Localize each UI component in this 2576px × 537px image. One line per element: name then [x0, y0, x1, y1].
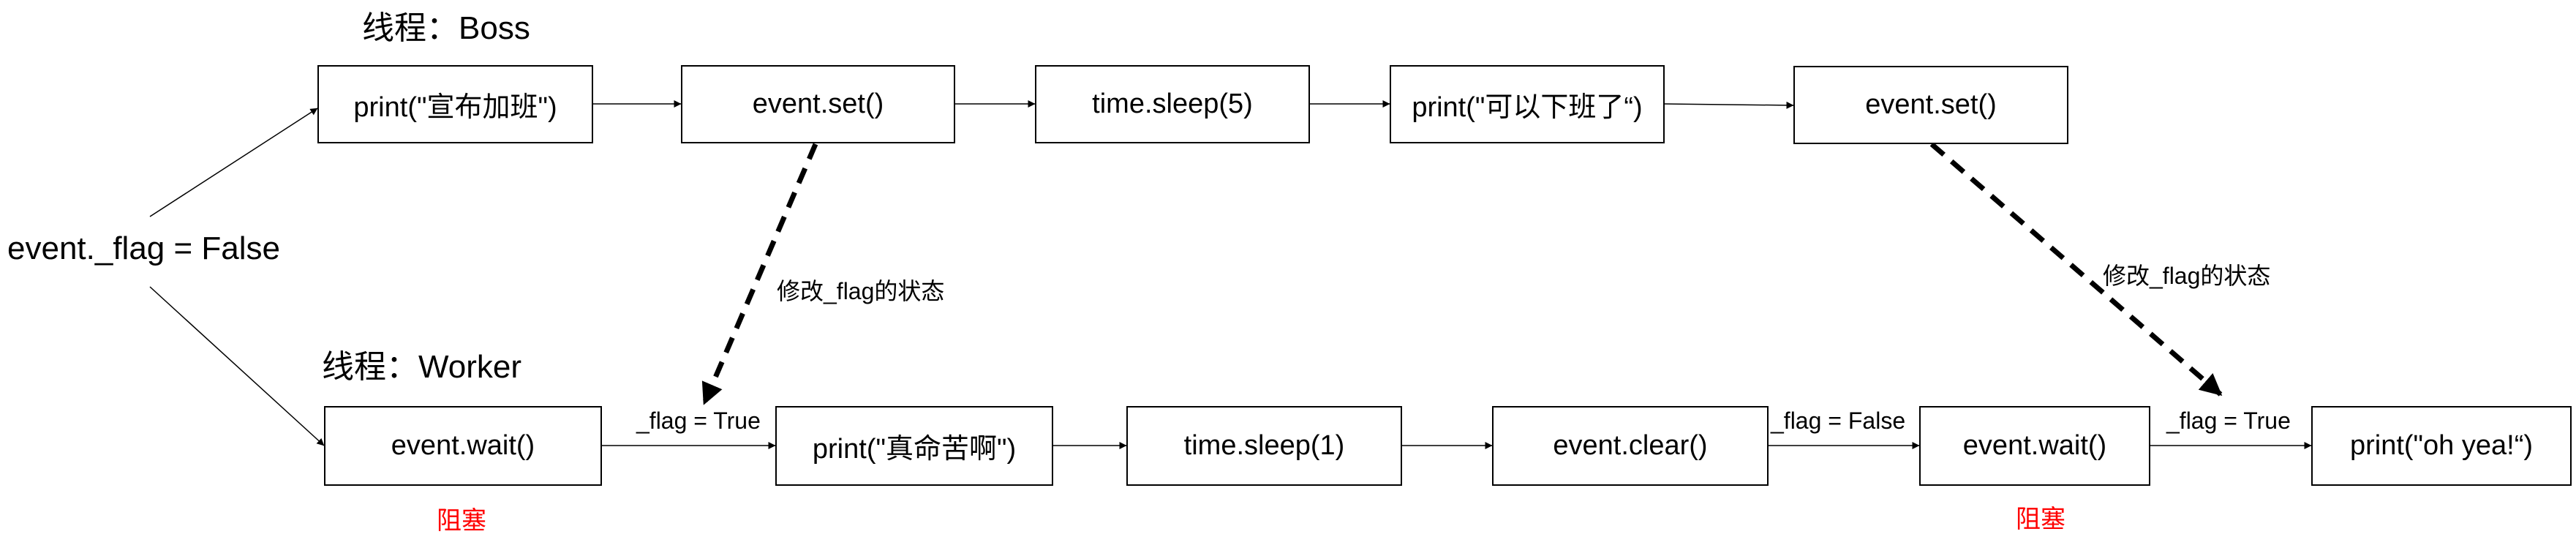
edge-label-flag-false: _flag = False [1771, 408, 1906, 434]
signal-label-1: 修改_flag的状态 [777, 278, 945, 304]
worker-thread-title: 线程：Worker [322, 349, 521, 385]
start-label: event._flag = False [7, 230, 281, 266]
worker-node-print-hard: print("真命苦啊") [775, 406, 1053, 486]
signal-edge-2 [1929, 142, 2223, 397]
worker-node-print-ohyea: print("oh yea!“) [2311, 406, 2572, 486]
boss-node-print-announce: print("宣布加班") [317, 65, 593, 143]
boss-node-print-offwork: print("可以下班了“) [1390, 65, 1665, 143]
boss-node-event-set: event.set() [681, 65, 955, 143]
worker-node-event-clear: event.clear() [1492, 406, 1769, 486]
worker-node-event-wait: event.wait() [324, 406, 602, 486]
boss-node-event-set-2: event.set() [1793, 66, 2068, 144]
boss-edge-4 [1664, 101, 1794, 109]
worker-node-time-sleep: time.sleep(1) [1126, 406, 1402, 486]
block-label-1: 阻塞 [437, 506, 486, 536]
start-to-boss-edge [149, 108, 318, 217]
signal-edge-1 [701, 143, 818, 405]
start-to-worker-edge [149, 286, 325, 446]
block-label-2: 阻塞 [2016, 505, 2065, 534]
worker-node-event-wait-2: event.wait() [1919, 406, 2150, 486]
boss-node-time-sleep: time.sleep(5) [1035, 65, 1310, 143]
edge-label-flag-true-2: _flag = True [2166, 408, 2291, 434]
edge-label-flag-true-1: _flag = True [636, 408, 761, 434]
boss-thread-title: 线程：Boss [362, 10, 530, 46]
signal-label-2: 修改_flag的状态 [2103, 263, 2271, 289]
